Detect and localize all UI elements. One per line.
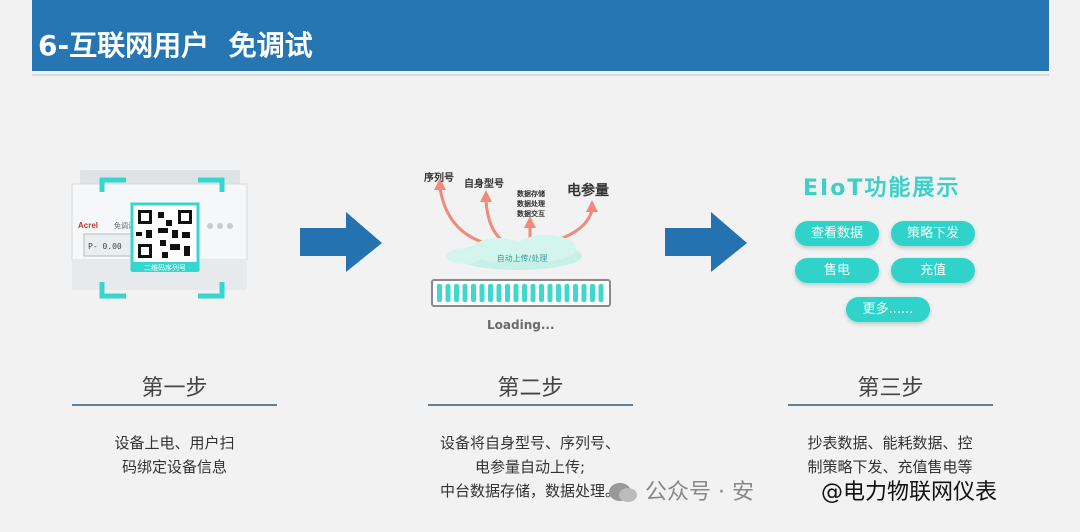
loading-segment [513, 284, 519, 302]
storage-label: 数据存储 [517, 190, 545, 198]
device-led [217, 223, 223, 229]
scan-corner [99, 177, 126, 192]
loading-segment [522, 284, 527, 302]
loading-segment [530, 284, 536, 302]
device-led [207, 223, 213, 229]
recharge-button[interactable]: 充值 [891, 258, 975, 283]
upload-arrow-icon [586, 200, 598, 212]
loading-segment [445, 284, 451, 302]
upload-arrow-icon [524, 216, 536, 228]
sell-power-button[interactable]: 售电 [795, 258, 879, 283]
device-brand: Acrel [78, 221, 98, 230]
loading-segment [547, 284, 553, 302]
watermark: 公众号 · 安 @电力物联网仪表 [608, 474, 997, 506]
device-display-text: P- 0.00 [88, 242, 122, 251]
upload-illustration: 自动上传/处理 [431, 178, 611, 307]
step-2-desc-line: 中台数据存储，数据处理。 [439, 482, 620, 500]
model-label: 自身型号 [464, 179, 504, 190]
interaction-label: 数据交互 [517, 210, 545, 218]
loading-segment [505, 284, 510, 302]
step-1-rule [72, 404, 277, 406]
step-arrow-icon [665, 212, 747, 272]
step-2-desc-line: 电参量自动上传; [474, 458, 586, 476]
loading-segment [598, 284, 604, 302]
loading-segment [564, 284, 570, 302]
loading-segment [462, 284, 468, 302]
qr-sticker-text: 二维码序列号 [144, 263, 186, 272]
header-divider [32, 74, 1049, 76]
watermark-text: 公众号 · 安 [645, 480, 754, 505]
loading-segment [437, 284, 442, 302]
wechat-icon [608, 482, 638, 504]
step-2-desc-line: 设备将自身型号、序列号、 [439, 434, 620, 452]
scan-corner [198, 177, 225, 192]
device-illustration: Acrel 免调试 P- 0.00 二维码序列号 [71, 170, 248, 299]
step-arrow-icon [300, 212, 382, 272]
watermark-brand: @电力物联网仪表 [820, 480, 997, 505]
loading-segment [556, 284, 561, 302]
more-button[interactable]: 更多...... [846, 297, 930, 322]
step-1-desc: 设备上电、用户扫 码绑定设备信息 [72, 431, 277, 479]
upload-arrow-icon [480, 190, 492, 202]
step-3-title: 第三步 [857, 376, 924, 401]
loading-segment [479, 284, 485, 302]
step-3-desc-line: 抄表数据、能耗数据、控 [807, 434, 973, 452]
loading-segment [590, 284, 595, 302]
scan-corner [198, 282, 225, 299]
loading-bar-fill [437, 284, 604, 302]
step-2-title: 第二步 [497, 376, 564, 401]
electric-label: 电参量 [567, 183, 609, 199]
cloud-label: 自动上传/处理 [497, 253, 548, 263]
page-title: 6-互联网用户 免调试 [38, 29, 313, 62]
loading-segment [539, 284, 544, 302]
loading-segment [488, 284, 493, 302]
loading-segment [471, 284, 476, 302]
eiot-title: EIoT功能展示 [803, 176, 961, 201]
device-led [227, 223, 233, 229]
processing-label: 数据处理 [517, 200, 545, 208]
step-2-desc: 设备将自身型号、序列号、 电参量自动上传; 中台数据存储，数据处理。 [420, 431, 640, 503]
step-3-desc-line: 制策略下发、充值售电等 [807, 458, 973, 476]
serial-label: 序列号 [424, 173, 454, 184]
loading-segment [496, 284, 502, 302]
loading-segment [454, 284, 459, 302]
step-1-desc-line: 设备上电、用户扫 [114, 434, 235, 452]
step-3-rule [788, 404, 993, 406]
loading-text: Loading... [487, 318, 555, 332]
scan-corner [99, 282, 126, 299]
step-3-desc: 抄表数据、能耗数据、控 制策略下发、充值售电等 [780, 431, 1000, 479]
loading-segment [573, 284, 578, 302]
loading-segment [581, 284, 587, 302]
step-2-rule [428, 404, 633, 406]
step-1-desc-line: 码绑定设备信息 [121, 458, 227, 476]
view-data-button[interactable]: 查看数据 [795, 221, 879, 246]
policy-dispatch-button[interactable]: 策略下发 [891, 221, 975, 246]
upload-arrow-icon [434, 178, 446, 190]
device-model-text: 免调试 [114, 221, 135, 230]
header-bar: 6-互联网用户 免调试 [32, 0, 1049, 71]
step-1-title: 第一步 [141, 376, 208, 401]
